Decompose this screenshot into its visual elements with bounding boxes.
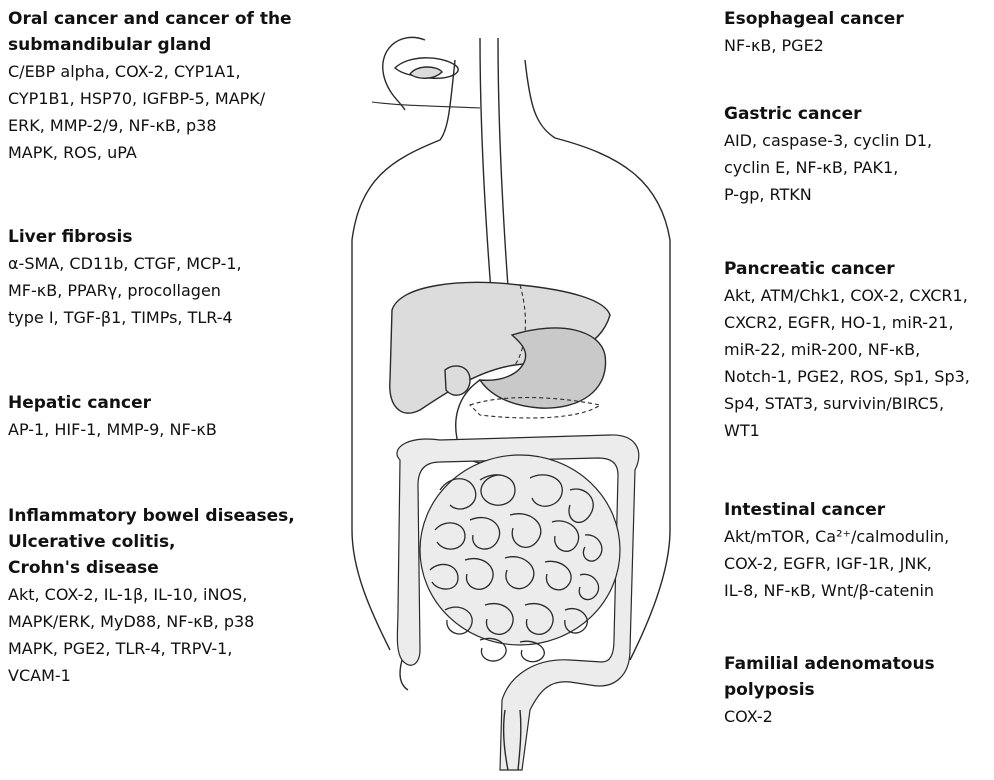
body-outline-left: [351, 59, 456, 651]
esophageal-cancer-block: Esophageal cancer NF-κB, PGE2: [724, 6, 904, 59]
ibd-block: Inflammatory bowel diseases, Ulcerative …: [8, 503, 295, 689]
gastric-cancer-title: Gastric cancer: [724, 104, 862, 124]
digestive-system-illustration: [330, 10, 710, 775]
oral-cancer-block: Oral cancer and cancer of the submandibu…: [8, 6, 292, 166]
fap-block: Familial adenomatous polyposis COX-2: [724, 651, 935, 730]
intestinal-cancer-targets: Akt/mTOR, Ca²⁺/calmodulin, COX-2, EGFR, …: [724, 527, 950, 600]
fap-title: Familial adenomatous polyposis: [724, 654, 935, 700]
ibd-targets: Akt, COX-2, IL-1β, IL-10, iNOS, MAPK/ERK…: [8, 585, 255, 685]
pancreatic-cancer-targets: Akt, ATM/Chk1, COX-2, CXCR1, CXCR2, EGFR…: [724, 286, 970, 440]
rectum: [502, 709, 522, 771]
oral-cavity: [393, 57, 459, 80]
stomach: [478, 327, 607, 409]
oral-cancer-title: Oral cancer and cancer of the submandibu…: [8, 9, 292, 55]
liver-fibrosis-block: Liver fibrosis α-SMA, CD11b, CTGF, MCP-1…: [8, 224, 242, 331]
ibd-title: Inflammatory bowel diseases, Ulcerative …: [8, 506, 295, 578]
tongue: [409, 66, 443, 79]
intestinal-cancer-block: Intestinal cancer Akt/mTOR, Ca²⁺/calmodu…: [724, 497, 949, 604]
esophageal-cancer-targets: NF-κB, PGE2: [724, 36, 824, 55]
colon: [396, 434, 640, 771]
appendix: [399, 659, 409, 691]
small-intestine-loops: [429, 474, 603, 663]
head-outline: [382, 36, 426, 111]
hepatic-cancer-targets: AP-1, HIF-1, MMP-9, NF-κB: [8, 420, 217, 439]
hepatic-cancer-title: Hepatic cancer: [8, 393, 151, 413]
gallbladder: [444, 365, 471, 396]
liver-fibrosis-targets: α-SMA, CD11b, CTGF, MCP-1, MF-κB, PPARγ,…: [8, 254, 242, 327]
pancreatic-cancer-title: Pancreatic cancer: [724, 259, 895, 279]
liver-lobe-line: [514, 284, 526, 366]
pancreatic-cancer-block: Pancreatic cancer Akt, ATM/Chk1, COX-2, …: [724, 256, 970, 444]
small-intestine: [419, 454, 621, 646]
mouth-line: [371, 101, 481, 109]
oral-cancer-targets: C/EBP alpha, COX-2, CYP1A1, CYP1B1, HSP7…: [8, 62, 266, 162]
gastric-cancer-targets: AID, caspase-3, cyclin D1, cyclin E, NF-…: [724, 131, 933, 204]
body-outline-right: [524, 59, 671, 661]
intestinal-cancer-title: Intestinal cancer: [724, 500, 886, 520]
gastric-cancer-block: Gastric cancer AID, caspase-3, cyclin D1…: [724, 101, 932, 208]
pancreas: [468, 396, 602, 419]
fap-targets: COX-2: [724, 707, 773, 726]
hepatic-cancer-block: Hepatic cancer AP-1, HIF-1, MMP-9, NF-κB: [8, 390, 217, 443]
liver-fibrosis-title: Liver fibrosis: [8, 227, 133, 247]
esophageal-cancer-title: Esophageal cancer: [724, 9, 904, 29]
digestive-system-svg: [351, 36, 671, 771]
